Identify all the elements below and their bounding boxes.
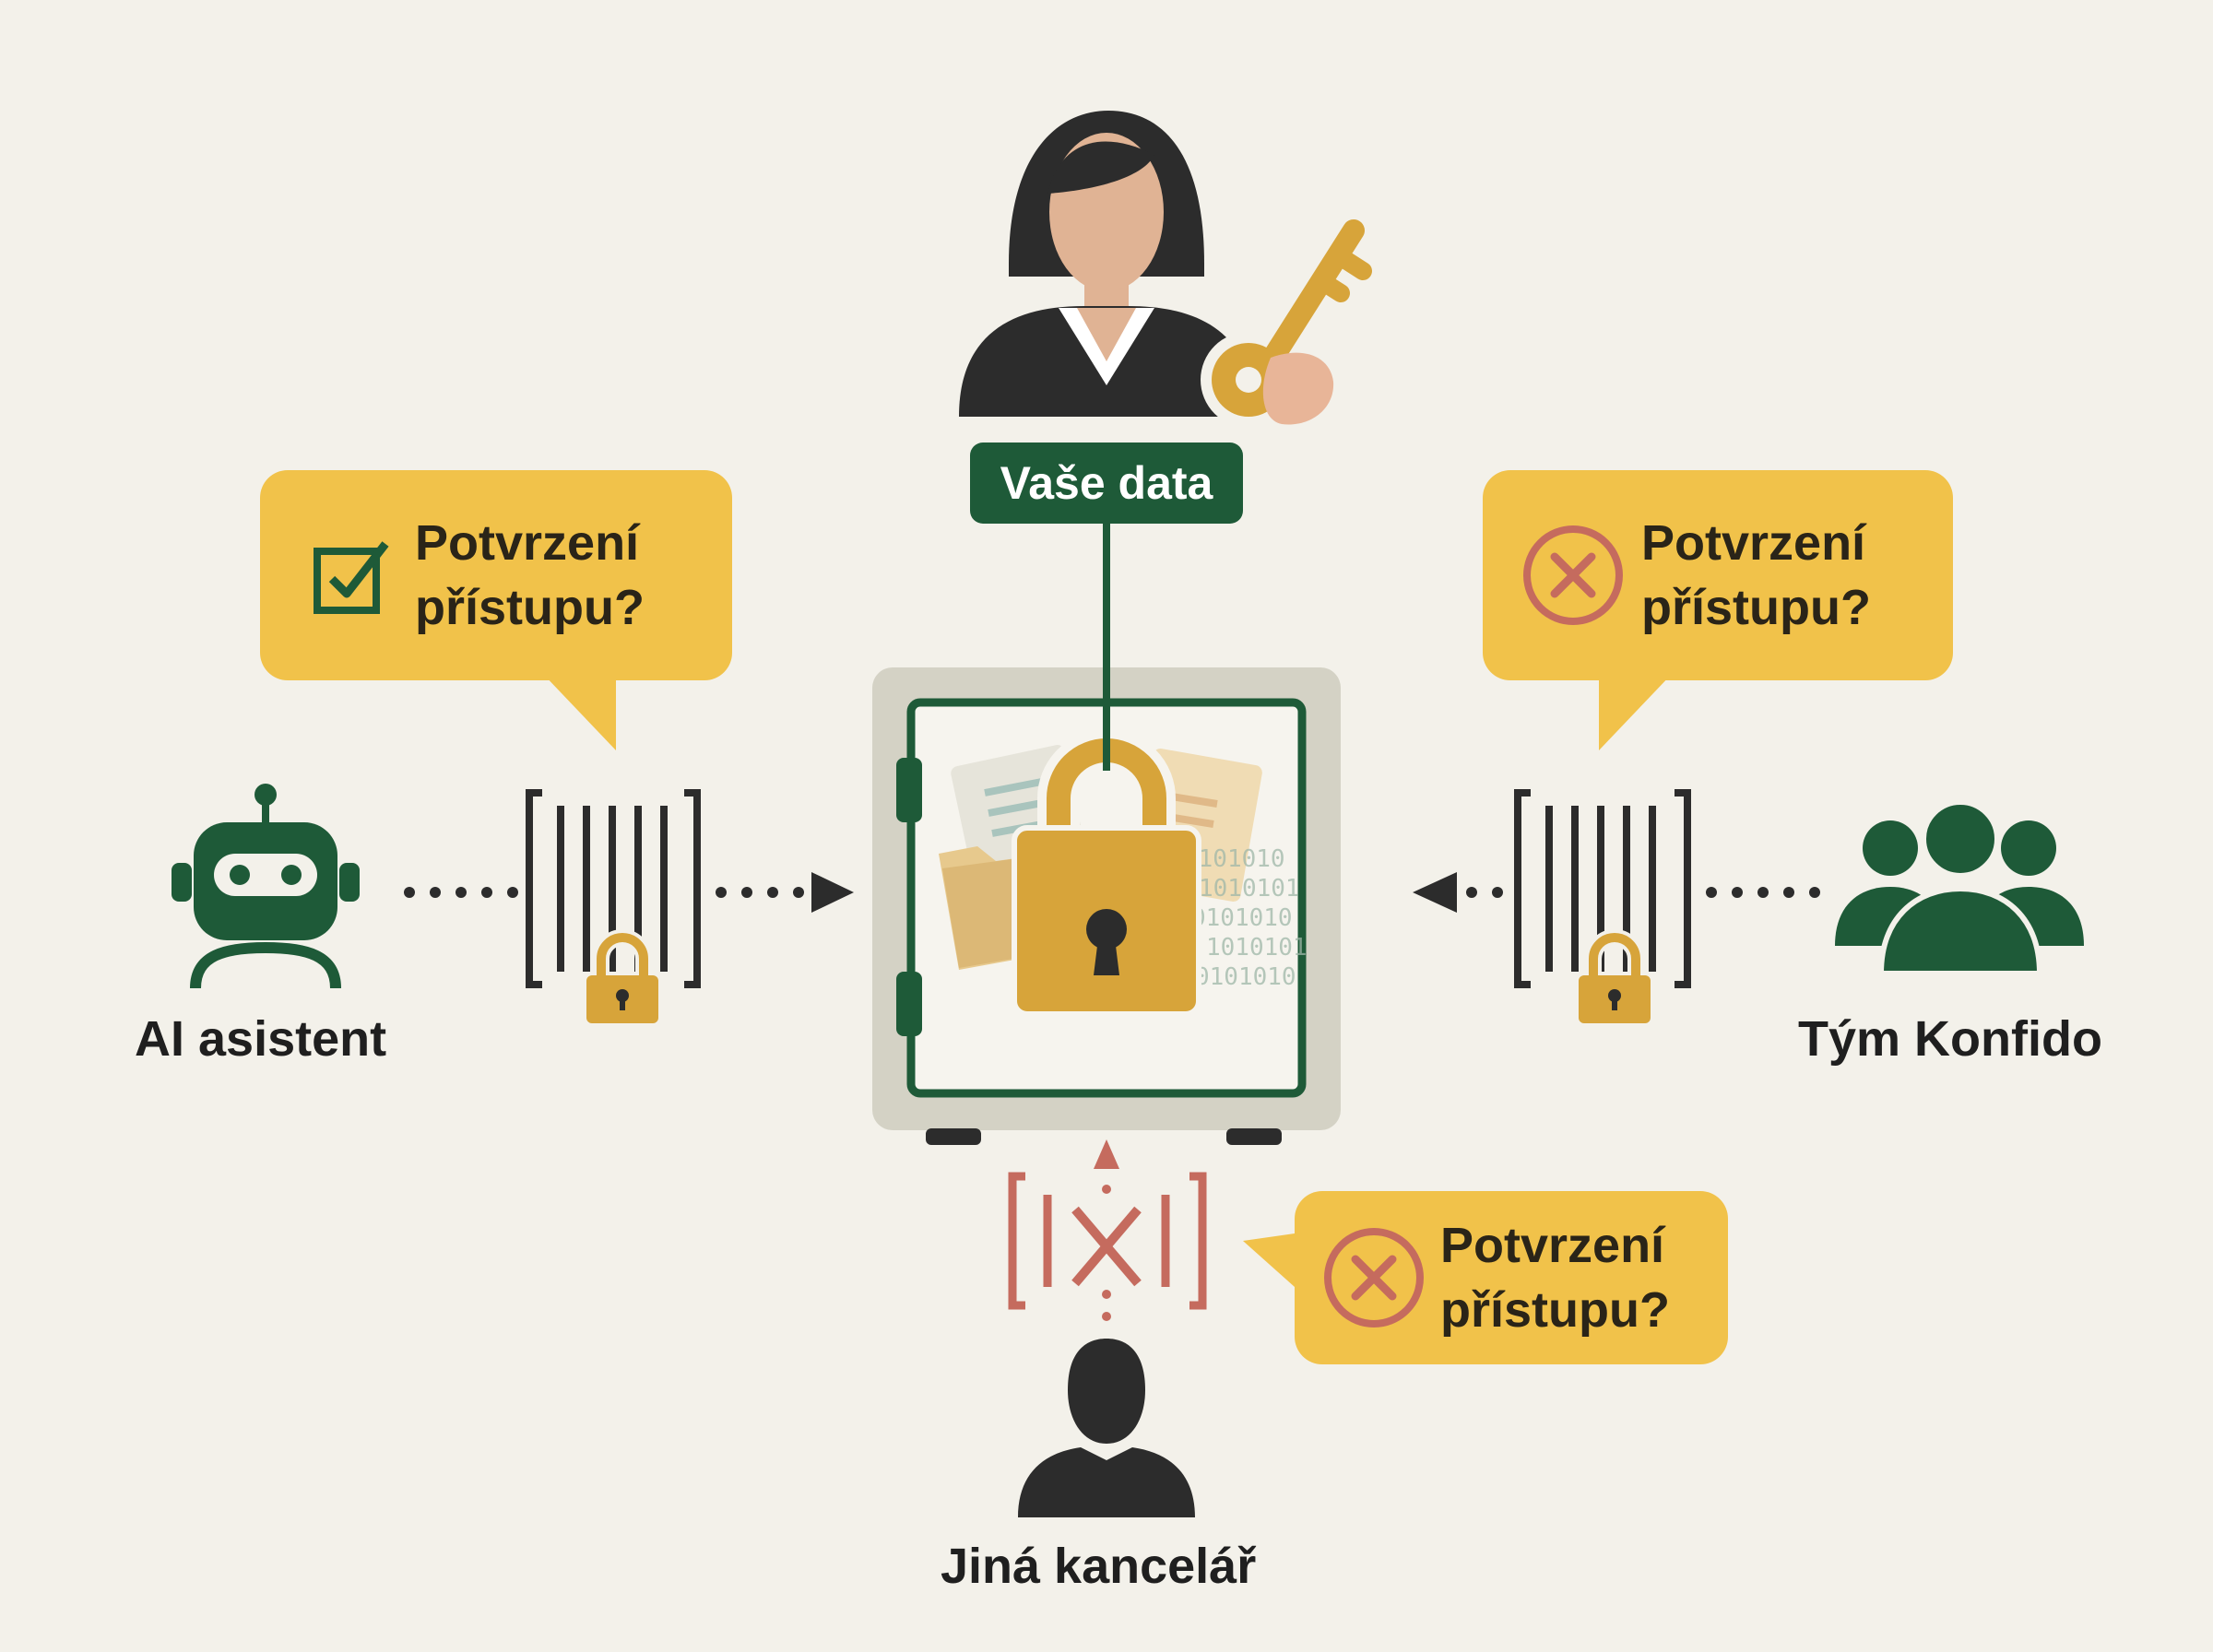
bubble-left-text: Potvrzení přístupu? (415, 511, 645, 640)
bubble-bottom: Potvrzení přístupu? (1295, 1191, 1728, 1364)
bubble-left-line1: Potvrzení (415, 515, 640, 571)
right-flow-dots (1413, 872, 1820, 913)
actor-label-office: Jiná kancelář (941, 1539, 1257, 1594)
bubble-left-line2: přístupu? (415, 580, 645, 635)
bubble-right: Potvrzení přístupu? (1483, 470, 1953, 680)
bubble-bottom-line1: Potvrzení (1440, 1218, 1665, 1273)
blocked-gate-icon (1008, 1139, 1207, 1321)
check-icon (314, 541, 389, 614)
cross-circle-icon (1523, 525, 1623, 625)
left-flow-dots (404, 872, 854, 913)
owner-data-label: Vaše data (970, 442, 1243, 524)
bubble-bottom-line2: přístupu? (1440, 1282, 1670, 1338)
svg-text:1010101: 1010101 (1206, 934, 1308, 962)
bubble-right-text: Potvrzení přístupu? (1641, 511, 1871, 640)
actor-label-ai: AI asistent (135, 1011, 387, 1067)
bubble-left: Potvrzení přístupu? (260, 470, 732, 680)
golden-key-icon (1201, 219, 1372, 428)
person-silhouette-icon (1018, 1339, 1195, 1517)
bubble-tail-right (1599, 673, 1673, 750)
bubble-right-line1: Potvrzení (1641, 515, 1866, 571)
robot-icon (172, 784, 360, 989)
bubble-right-line2: přístupu? (1641, 580, 1871, 635)
actor-label-team: Tým Konfido (1798, 1011, 2102, 1067)
gate-lock-icon (1514, 789, 1691, 1023)
woman-owner-icon (959, 111, 1254, 417)
cross-circle-icon (1324, 1228, 1424, 1328)
gate-lock-icon (526, 789, 701, 1023)
team-group-icon (1835, 799, 2084, 976)
svg-text:1010101: 1010101 (1199, 875, 1300, 903)
bubble-tail-bottom (1243, 1233, 1295, 1287)
bubble-bottom-text: Potvrzení přístupu? (1440, 1213, 1670, 1342)
svg-text:0101010: 0101010 (1195, 963, 1296, 991)
svg-text:0101010: 0101010 (1191, 904, 1293, 932)
bubble-tail-left (542, 673, 616, 750)
